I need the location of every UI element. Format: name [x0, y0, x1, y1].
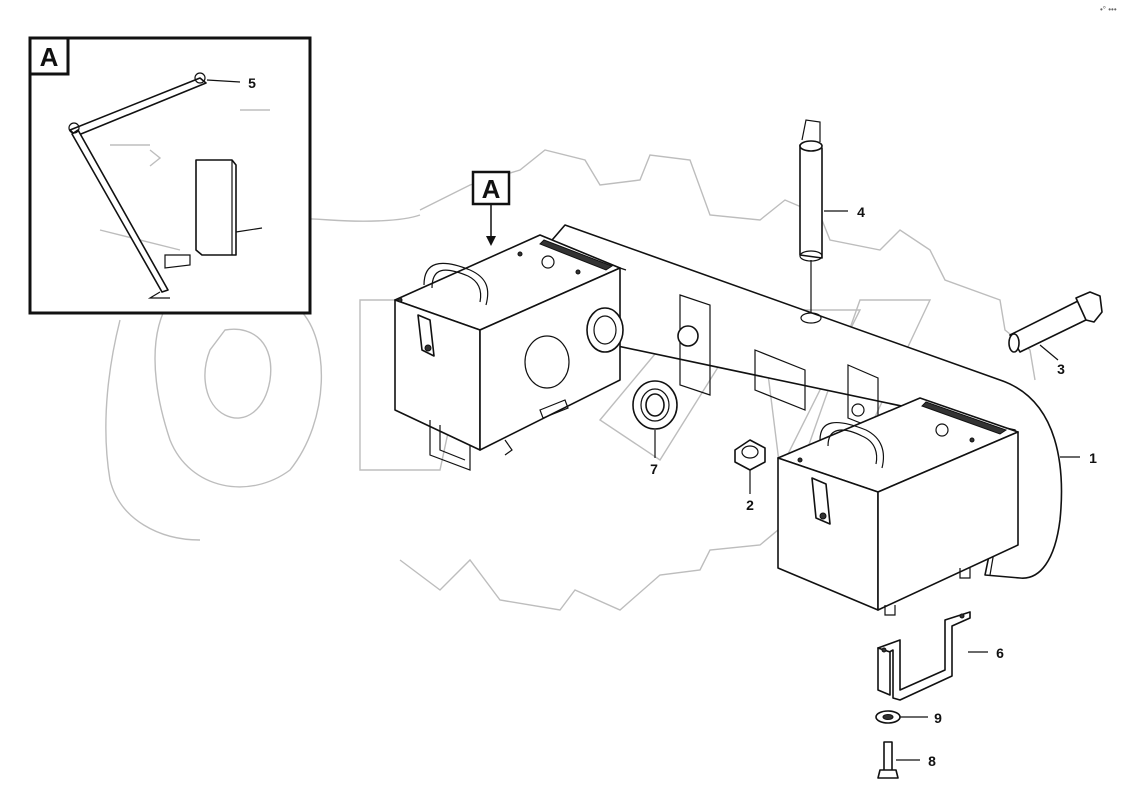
detail-view-a: A [28, 36, 312, 315]
view-tag: A [482, 174, 501, 204]
callout-3: 3 [1057, 361, 1065, 377]
gear-watermark-icon [105, 149, 1036, 611]
corner-label: •° ••• [1100, 5, 1117, 14]
callout-7: 7 [650, 461, 658, 477]
callout-5: 5 [248, 75, 256, 91]
callout-4: 4 [857, 204, 865, 220]
callouts: 5 1 2 3 4 6 7 8 9 [248, 75, 1097, 769]
screw-part-8 [877, 741, 899, 779]
bolt-part-3 [1008, 291, 1103, 353]
ballast-body [394, 224, 1063, 616]
plug-part-2 [734, 439, 766, 471]
callout-6: 6 [996, 645, 1004, 661]
callout-8: 8 [928, 753, 936, 769]
pin-part-4 [799, 119, 823, 324]
view-arrow-a: A [471, 170, 511, 246]
callout-2: 2 [746, 497, 754, 513]
bracket-part-6 [877, 611, 971, 701]
washer-part-9 [875, 710, 901, 724]
callout-1: 1 [1089, 450, 1097, 466]
grommet-part-7 [632, 380, 678, 430]
leader-lines [206, 79, 1080, 761]
detail-view-tag: A [40, 42, 59, 72]
callout-9: 9 [934, 710, 942, 726]
arrow-down-icon [486, 236, 496, 246]
